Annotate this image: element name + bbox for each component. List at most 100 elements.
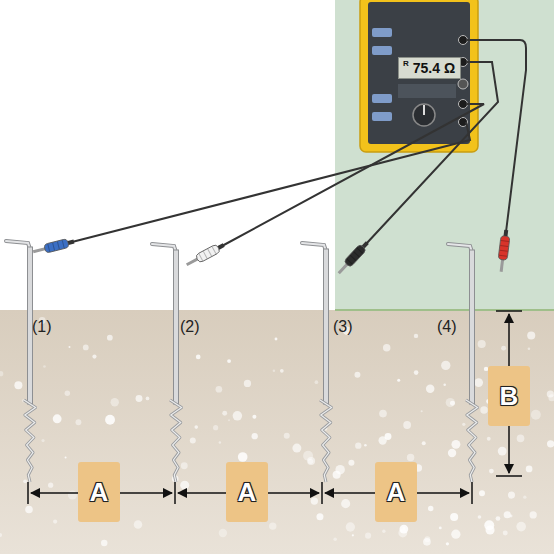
speck: [441, 361, 450, 370]
speck: [101, 540, 108, 547]
speck: [498, 447, 507, 456]
speck: [528, 347, 531, 350]
display-reading: 75.4 Ω: [413, 60, 455, 76]
speck: [451, 440, 460, 449]
speck: [0, 533, 2, 537]
speck: [530, 511, 537, 518]
speck: [53, 414, 62, 423]
speck: [65, 391, 70, 396]
speck: [280, 369, 284, 373]
speck: [547, 390, 554, 397]
speck: [407, 454, 415, 462]
speck: [527, 331, 535, 339]
speck: [446, 542, 449, 545]
speck: [487, 437, 491, 441]
speck: [68, 346, 70, 348]
dimension-letter: A: [238, 479, 257, 505]
speck: [479, 490, 485, 496]
speck: [348, 460, 354, 466]
callout-number: (1): [32, 318, 52, 336]
speck: [341, 499, 350, 508]
speck: [0, 371, 3, 376]
speck: [53, 520, 57, 524]
speck: [379, 410, 387, 418]
speck: [496, 516, 501, 521]
speck: [311, 497, 318, 504]
speck: [92, 355, 96, 359]
speck: [352, 534, 354, 536]
speck: [346, 522, 355, 531]
speck: [238, 452, 248, 462]
ground-stake: [152, 244, 182, 482]
speck: [508, 492, 515, 499]
speck: [303, 451, 313, 461]
speck: [244, 380, 251, 387]
speck: [233, 411, 242, 420]
speck: [252, 415, 256, 419]
speck: [503, 531, 508, 536]
speck: [284, 433, 290, 439]
speck: [484, 520, 494, 530]
test-leads: [72, 40, 526, 246]
dimension-letter: A: [90, 479, 109, 505]
speck: [478, 340, 486, 348]
speck: [446, 398, 455, 407]
speck: [504, 511, 511, 518]
callout-number: (3): [333, 318, 353, 336]
speck: [292, 444, 301, 453]
speck: [426, 384, 434, 392]
meter-display: R75.4 Ω: [398, 57, 461, 79]
speck: [428, 506, 433, 511]
speck: [146, 397, 150, 401]
speck: [489, 469, 494, 474]
speck: [422, 441, 426, 445]
speck: [443, 384, 446, 387]
speck: [228, 419, 230, 421]
speck: [439, 526, 442, 529]
speck: [403, 421, 411, 429]
speck: [273, 369, 276, 372]
speck: [194, 425, 198, 429]
speck: [105, 415, 115, 425]
dimension-box: A: [226, 462, 268, 522]
speck: [219, 529, 227, 537]
speck: [23, 479, 27, 483]
speck: [523, 495, 526, 498]
dimension-box: A: [78, 462, 120, 522]
speck: [365, 533, 371, 539]
speck: [181, 462, 188, 469]
speck: [364, 444, 367, 447]
speck: [219, 441, 221, 443]
speck: [531, 410, 541, 420]
speck: [501, 346, 506, 351]
speck: [355, 442, 361, 448]
speck: [43, 365, 46, 368]
grass-edge: [335, 309, 554, 311]
speck: [196, 355, 201, 360]
speck: [14, 381, 22, 389]
speck: [383, 344, 390, 351]
speck: [398, 529, 407, 538]
earth-ground-tester: [360, 0, 478, 152]
speck: [68, 490, 77, 499]
speck: [462, 423, 465, 426]
speck: [421, 410, 423, 412]
speck: [227, 359, 231, 363]
lead-clip: [335, 239, 370, 276]
speck: [134, 520, 143, 529]
lead-clip: [185, 241, 226, 269]
speck: [480, 406, 487, 413]
speck: [474, 378, 483, 387]
speck: [382, 530, 385, 533]
dimension-letter: B: [500, 383, 519, 409]
speck: [222, 411, 227, 416]
speck: [516, 522, 526, 532]
speck: [216, 386, 223, 393]
speck: [423, 538, 431, 546]
lead-clip: [497, 229, 511, 272]
speck: [315, 380, 319, 384]
callout-number: (2): [180, 318, 200, 336]
speck: [547, 440, 554, 447]
